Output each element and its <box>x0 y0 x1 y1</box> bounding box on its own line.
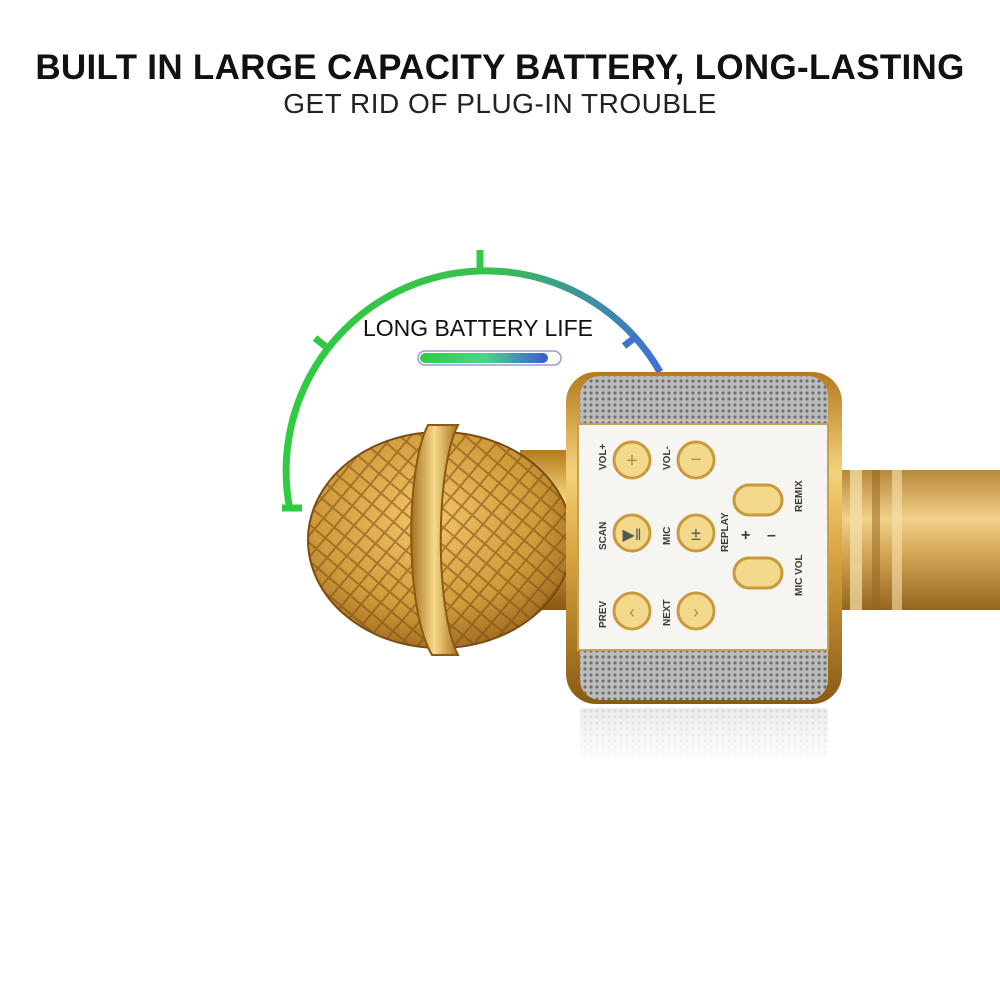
battery-level-bar <box>417 350 562 366</box>
scan-label: SCAN <box>598 522 609 550</box>
svg-text:▶‖: ▶‖ <box>623 527 642 544</box>
next-label: NEXT <box>662 599 673 626</box>
svg-text:+: + <box>626 450 638 472</box>
svg-text:›: › <box>693 602 699 622</box>
battery-label: LONG BATTERY LIFE <box>363 315 593 341</box>
vol-down-label: VOL- <box>662 446 673 470</box>
prev-label: PREV <box>598 600 609 628</box>
remix-label: REMIX <box>794 480 805 512</box>
microphone-head <box>307 424 573 656</box>
vol-up-label: VOL+ <box>598 443 609 470</box>
prev-button[interactable]: ‹ <box>612 591 652 631</box>
next-button[interactable]: › <box>676 591 716 631</box>
plus-label: + <box>741 527 750 544</box>
play-pause-button[interactable]: ▶‖ <box>612 513 652 553</box>
vol-down-button[interactable]: − <box>676 440 716 480</box>
svg-text:−: − <box>690 449 702 471</box>
mic-vol-rocker-switch[interactable] <box>732 556 784 590</box>
mic-label: MIC <box>662 527 673 545</box>
microphone-handle <box>830 470 1000 610</box>
svg-text:‹: ‹ <box>629 602 635 622</box>
minus-label: – <box>767 527 776 544</box>
vol-up-button[interactable]: + <box>612 440 652 480</box>
mic-mode-button[interactable]: ± <box>676 513 716 553</box>
subheadline: GET RID OF PLUG-IN TROUBLE <box>283 88 717 119</box>
svg-text:±: ± <box>691 524 701 544</box>
replay-label: REPLAY <box>720 512 731 552</box>
headline: BUILT IN LARGE CAPACITY BATTERY, LONG-LA… <box>35 48 965 87</box>
mic-vol-label: MIC VOL <box>794 554 805 596</box>
remix-rocker-switch[interactable] <box>732 483 784 517</box>
battery-arc <box>282 250 664 512</box>
